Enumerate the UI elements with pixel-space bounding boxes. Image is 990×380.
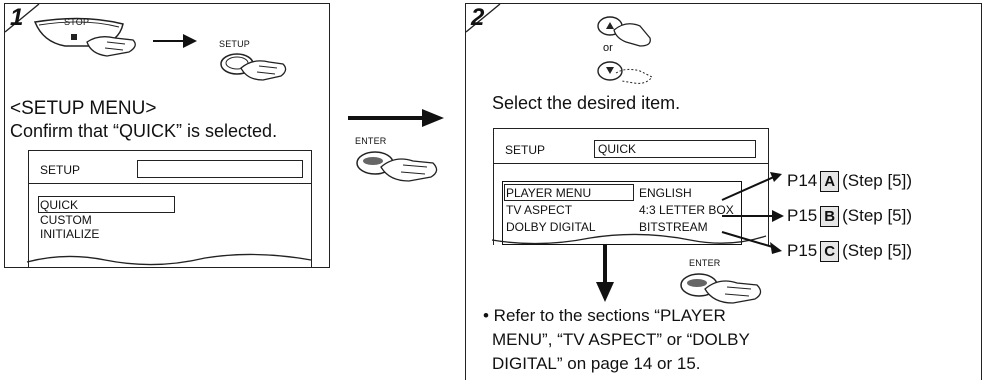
option-row-player-menu[interactable] xyxy=(504,184,634,201)
screen-header-value: QUICK xyxy=(598,142,637,156)
option-value: BITSTREAM xyxy=(639,220,708,234)
step-1-panel: 1 STOP SETUP <SETUP MENU> Confirm that “… xyxy=(4,3,330,268)
note-line: • Refer to the sections “PLAYER xyxy=(483,306,726,325)
setup-screen-mockup: SETUP QUICK PLAYER MENU ENGLISH TV ASPEC… xyxy=(493,128,769,245)
setup-button-icon xyxy=(220,53,287,81)
reference-step: (Step [5]) xyxy=(842,241,913,260)
or-label: or xyxy=(603,42,613,54)
menu-item-initialize[interactable]: INITIALIZE xyxy=(40,227,100,241)
menu-item-quick[interactable]: QUICK xyxy=(38,196,175,213)
step-corner-divider xyxy=(465,3,501,33)
screen-torn-edge xyxy=(26,253,312,266)
step-number: 2 xyxy=(471,4,485,31)
step-2-panel: 2 or Select the desired item. SETUP QUIC… xyxy=(465,3,982,380)
menu-item-quick-label: QUICK xyxy=(40,198,79,212)
option-value: ENGLISH xyxy=(639,186,692,200)
enter-button-label: ENTER xyxy=(689,258,721,268)
stop-button-label: STOP xyxy=(64,17,90,27)
setup-button-label: SETUP xyxy=(219,39,251,49)
setup-menu-title: <SETUP MENU> xyxy=(10,98,157,119)
reference-page: P15 xyxy=(787,241,818,260)
options-box xyxy=(502,181,742,245)
stop-button-icon xyxy=(33,17,136,57)
big-right-arrow-icon xyxy=(348,109,444,127)
select-instruction: Select the desired item. xyxy=(492,93,681,113)
note-line: MENU”, “TV ASPECT” or “DOLBY xyxy=(492,330,750,349)
step-number: 1 xyxy=(10,4,24,31)
down-button-icon[interactable] xyxy=(596,59,656,89)
screen-header-field xyxy=(137,160,303,178)
reference-arrows xyxy=(721,172,784,254)
reference-note: • Refer to the sections “PLAYER MENU”, “… xyxy=(483,304,750,376)
up-button-icon[interactable] xyxy=(596,12,656,48)
reference-letter-badge: A xyxy=(820,171,840,192)
reference-letter-badge: C xyxy=(820,241,840,262)
right-arrow-icon xyxy=(153,34,197,48)
screen-divider xyxy=(494,163,768,164)
screen-header-label: SETUP xyxy=(40,163,81,177)
reference-step: (Step [5]) xyxy=(842,171,913,190)
screen-torn-edge xyxy=(491,233,767,245)
reference-letter-badge: B xyxy=(820,206,840,227)
enter-button-icon xyxy=(680,273,762,304)
reference-page: P14 xyxy=(787,171,818,190)
setup-screen-mockup: SETUP QUICK CUSTOM INITIALIZE xyxy=(28,150,312,267)
confirm-instruction: Confirm that “QUICK” is selected. xyxy=(10,121,278,141)
down-arrow-icon xyxy=(596,244,614,302)
enter-button-icon xyxy=(356,151,438,182)
reference-step: (Step [5]) xyxy=(842,206,913,225)
screen-header-field: QUICK xyxy=(594,140,756,158)
menu-item-custom[interactable]: CUSTOM xyxy=(40,213,92,227)
option-name[interactable]: TV ASPECT xyxy=(506,203,573,217)
option-name[interactable]: DOLBY DIGITAL xyxy=(506,220,596,234)
enter-button-label: ENTER xyxy=(355,136,387,146)
option-value: 4:3 LETTER BOX xyxy=(639,203,734,217)
option-name: PLAYER MENU xyxy=(506,186,592,200)
note-line: DIGITAL” on page 14 or 15. xyxy=(492,354,701,373)
reference-page: P15 xyxy=(787,206,818,225)
screen-header-label: SETUP xyxy=(505,143,546,157)
screen-divider xyxy=(29,183,311,184)
step-corner-divider xyxy=(4,3,40,33)
